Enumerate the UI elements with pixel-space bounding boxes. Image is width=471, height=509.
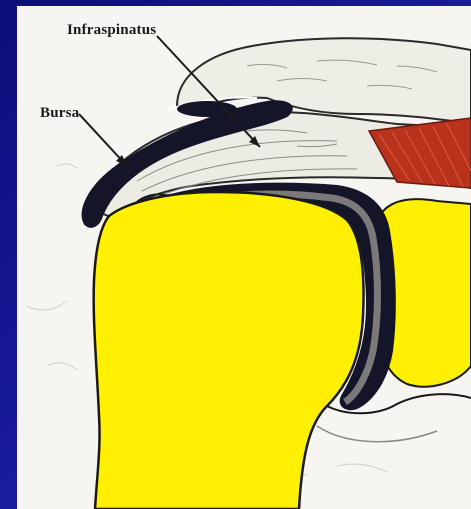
shoulder-diagram: Infraspinatus Bursa bbox=[17, 6, 471, 509]
shoulder-illustration bbox=[17, 6, 471, 509]
inferior-capsule bbox=[317, 426, 437, 442]
humeral-head bbox=[94, 192, 364, 509]
bursa-label: Bursa bbox=[40, 105, 79, 122]
infraspinatus-label: Infraspinatus bbox=[67, 22, 156, 39]
bursa-upper-pocket bbox=[177, 101, 237, 117]
